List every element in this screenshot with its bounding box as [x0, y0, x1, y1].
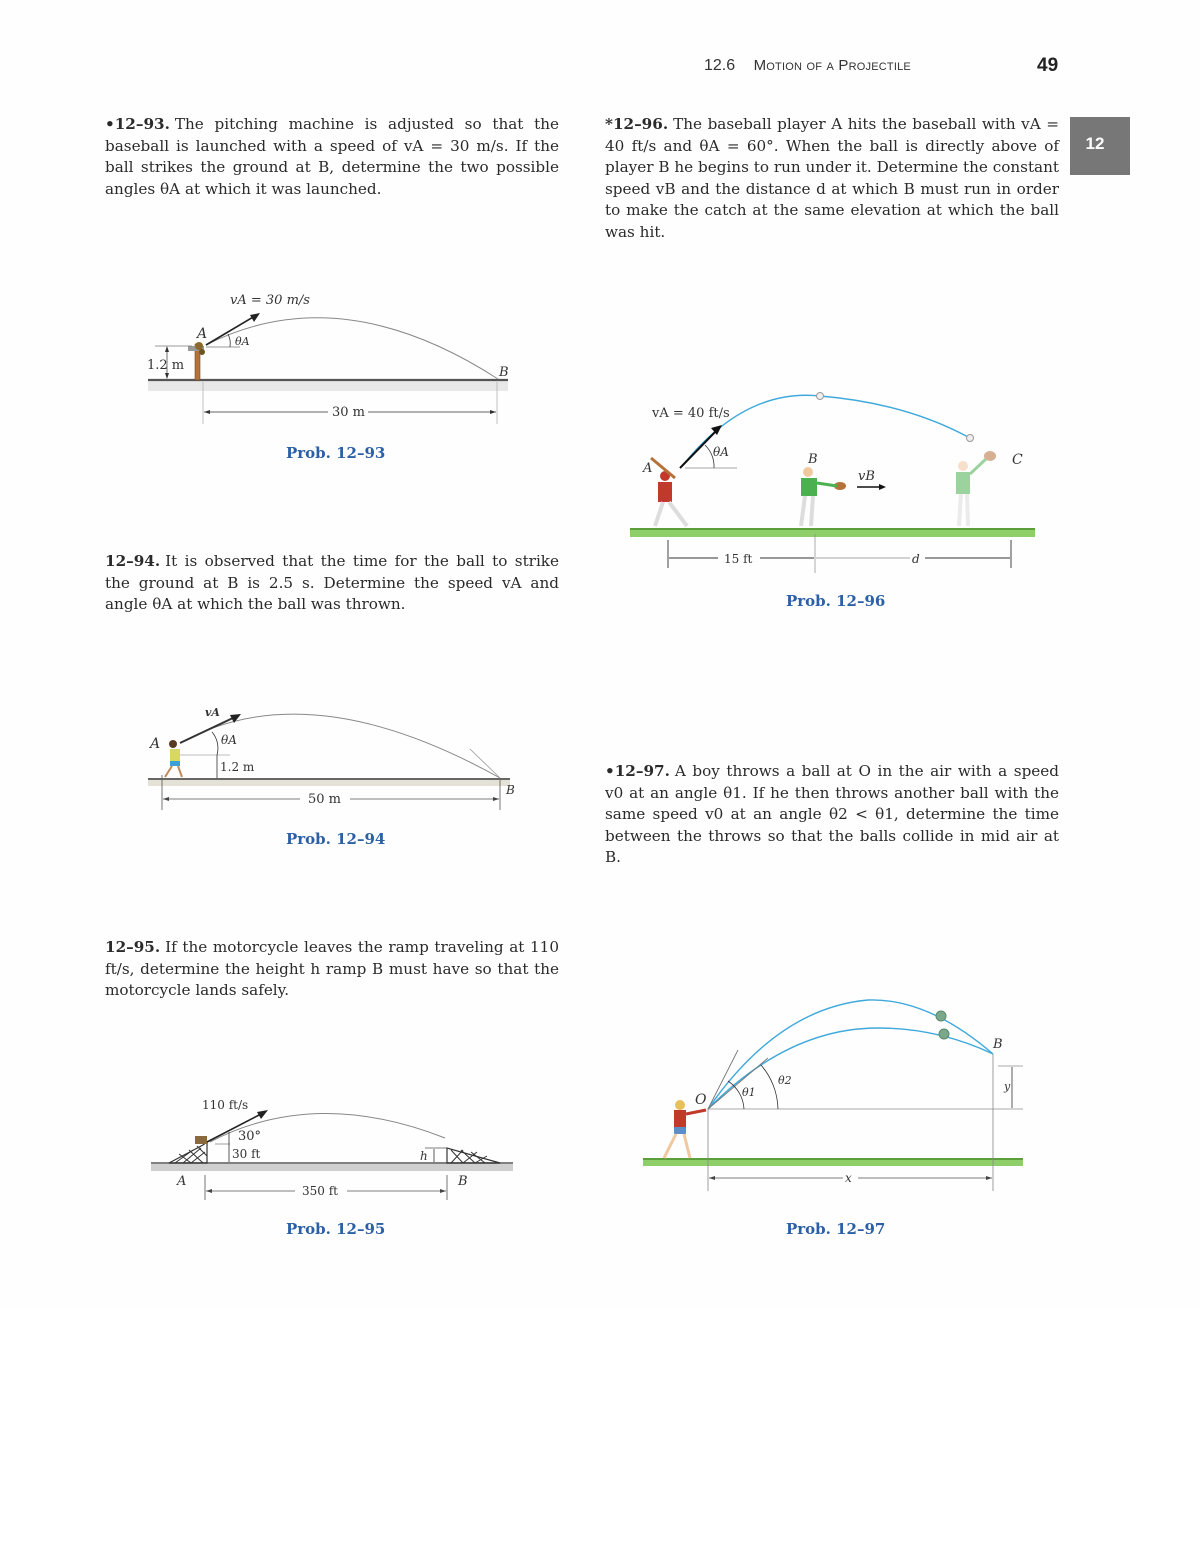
problem-12-96: *12–96.The baseball player A hits the ba…: [605, 114, 1059, 243]
angle1-label: θ1: [742, 1086, 756, 1099]
point-a-label: A: [176, 1174, 186, 1189]
distance-label: 50 m: [308, 792, 341, 807]
problem-number: 12–95.: [105, 938, 161, 956]
point-c-label: C: [1012, 452, 1023, 468]
velocity-label: vA: [205, 706, 220, 719]
section-number: 12.6: [704, 57, 736, 74]
problem-number: •12–93.: [105, 115, 170, 133]
height-label: 1.2 m: [220, 760, 255, 774]
velocity-label: 110 ft/s: [202, 1098, 248, 1112]
problem-text: It is observed that the time for the bal…: [105, 552, 559, 613]
figure-12-93: vA = 30 m/s A θA 1.2 m B 30 m: [140, 282, 520, 427]
chapter-tab: 12: [1070, 117, 1130, 175]
figure-caption: Prob. 12–97: [786, 1220, 886, 1238]
figure-12-96: vA = 40 ft/s θA A B vB C 15 ft d: [625, 388, 1040, 573]
runner-velocity-label: vB: [858, 469, 875, 484]
distance-label: 350 ft: [302, 1184, 338, 1198]
problem-12-94: 12–94.It is observed that the time for t…: [105, 551, 559, 616]
figure-caption: Prob. 12–94: [286, 830, 386, 848]
height-label: 30 ft: [232, 1147, 261, 1161]
angle-label: θA: [235, 335, 250, 348]
figure-caption: Prob. 12–95: [286, 1220, 386, 1238]
problem-12-93: •12–93.The pitching machine is adjusted …: [105, 114, 559, 200]
point-b-label: B: [498, 365, 509, 380]
chapter-tab-label: 12: [1085, 134, 1105, 153]
point-a-label: A: [195, 326, 207, 342]
velocity-label: vA = 30 m/s: [230, 293, 310, 308]
point-b-label: B: [505, 783, 515, 797]
velocity-label: vA = 40 ft/s: [651, 406, 730, 421]
section-title: Motion of a Projectile: [753, 57, 911, 74]
problem-12-97: •12–97.A boy throws a ball at O in the a…: [605, 761, 1059, 869]
ramp-height-label: h: [420, 1149, 428, 1163]
figure-caption: Prob. 12–93: [286, 444, 386, 462]
problem-number: •12–97.: [605, 762, 670, 780]
point-a-label: A: [642, 461, 652, 476]
point-b-label: B: [807, 452, 818, 467]
problem-text: If the motorcycle leaves the ramp travel…: [105, 938, 559, 999]
figure-caption: Prob. 12–96: [786, 592, 886, 610]
problem-number: *12–96.: [605, 115, 669, 133]
textbook-page: 12.6 Motion of a Projectile 49 12 •12–93…: [105, 55, 1130, 1238]
figure-12-97: O θ1 θ2 B y x: [638, 988, 1043, 1203]
distance-d-label: d: [912, 552, 920, 566]
problem-text: The baseball player A hits the baseball …: [605, 115, 1059, 241]
point-b-label: B: [457, 1174, 468, 1189]
height-label: y: [1003, 1080, 1011, 1093]
point-a-label: A: [148, 736, 160, 752]
running-header: 12.6 Motion of a Projectile: [704, 57, 911, 75]
angle-label: 30°: [238, 1129, 261, 1144]
point-o-label: O: [695, 1092, 707, 1108]
height-label: 1.2 m: [147, 358, 184, 373]
problem-12-95: 12–95.If the motorcycle leaves the ramp …: [105, 937, 559, 1002]
distance-label: 15 ft: [724, 552, 753, 566]
angle2-label: θ2: [778, 1074, 792, 1087]
point-b-label: B: [992, 1037, 1003, 1052]
angle-label: θA: [221, 733, 237, 747]
page-number: 49: [1037, 55, 1059, 76]
angle-label: θA: [713, 445, 729, 459]
distance-label: 30 m: [332, 405, 365, 420]
problem-text: The pitching machine is adjusted so that…: [105, 115, 559, 198]
problem-number: 12–94.: [105, 552, 161, 570]
problem-text: A boy throws a ball at O in the air with…: [605, 762, 1059, 866]
distance-label: x: [845, 1171, 852, 1185]
figure-12-94: vA A θA 1.2 m B 50 m: [140, 697, 530, 815]
figure-12-95: 110 ft/s 30° 30 ft h A B 350 ft: [145, 1092, 525, 1207]
